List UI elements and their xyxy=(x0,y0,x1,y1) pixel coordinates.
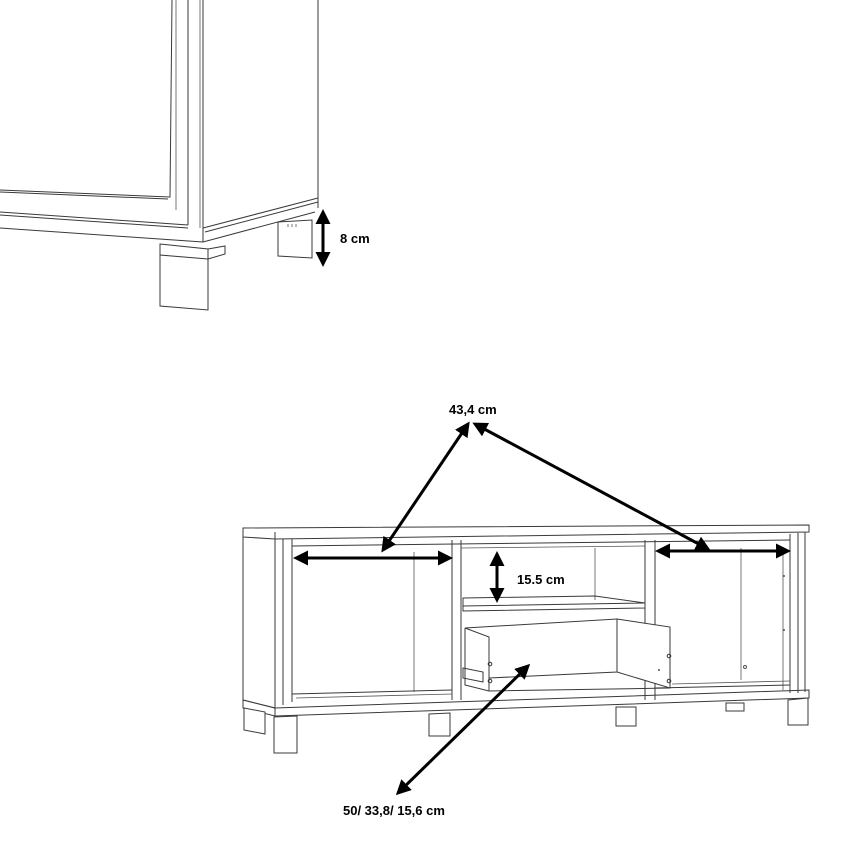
drawer-dimension-arrow xyxy=(395,663,531,796)
tv-stand-full-view xyxy=(242,524,810,754)
leader-line-left xyxy=(381,421,470,553)
drawer-dimensions-label: 50/ 33,8/ 15,6 cm xyxy=(343,803,445,818)
compartment-width-label: 43,4 cm xyxy=(449,402,497,417)
top-cabinet-closeup xyxy=(0,0,319,311)
leg-height-label: 8 cm xyxy=(340,231,370,246)
shelf-height-label: 15.5 cm xyxy=(517,572,565,587)
leader-line-right xyxy=(472,422,711,551)
dimension-arrows xyxy=(293,421,791,796)
